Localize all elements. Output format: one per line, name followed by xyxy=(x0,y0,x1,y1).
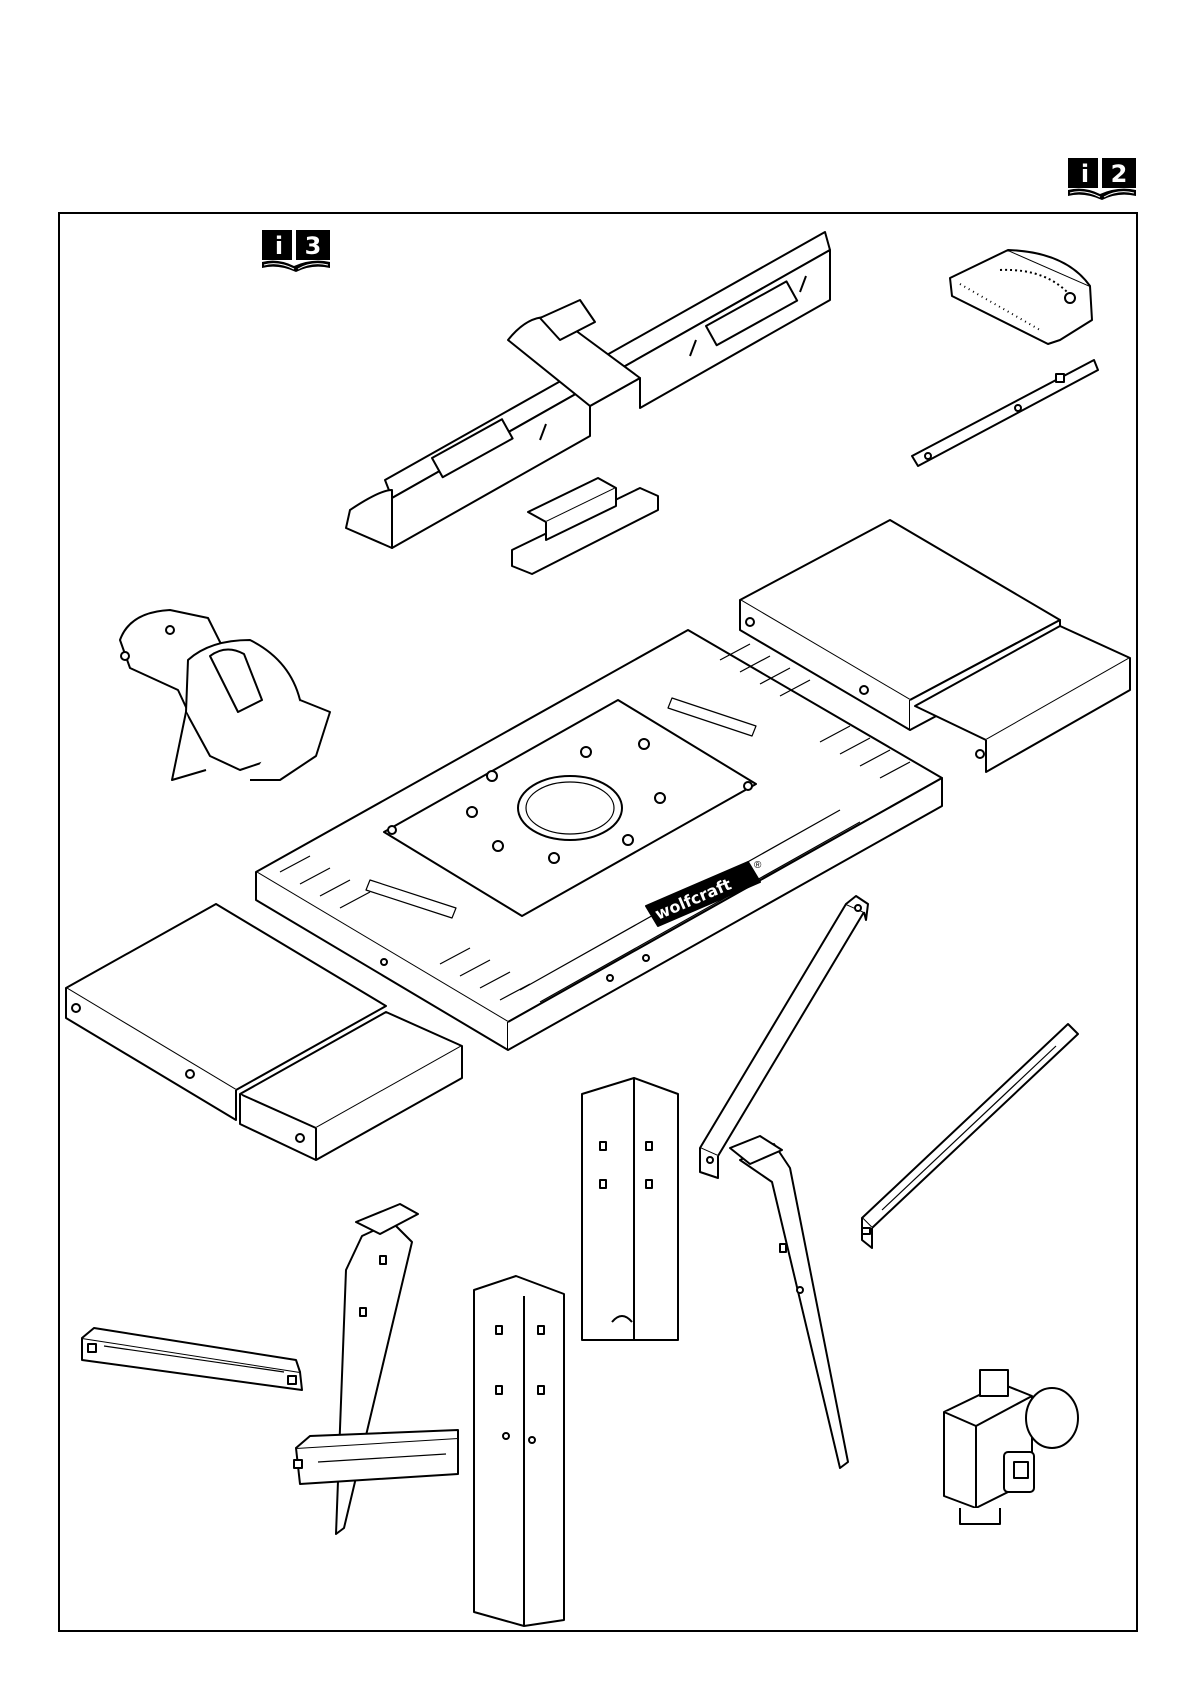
miter-gauge xyxy=(950,250,1092,344)
router-table-top: wolfcraft ® xyxy=(256,630,942,1050)
dust-extraction-hood xyxy=(120,610,330,780)
registered-mark: ® xyxy=(754,860,762,871)
router-power-switch xyxy=(944,1370,1078,1524)
cross-brace-left xyxy=(82,1328,302,1390)
fence-clamp-bracket xyxy=(512,478,658,574)
table-leg-center-upper xyxy=(582,1078,678,1340)
miter-bar xyxy=(912,360,1098,466)
table-leg-right xyxy=(730,1136,848,1468)
table-leg-center-lower xyxy=(474,1276,564,1626)
cross-brace-short xyxy=(294,1430,458,1484)
leg-strut-long xyxy=(700,896,868,1178)
table-leg-left xyxy=(336,1204,418,1534)
leg-strut-right xyxy=(862,1024,1078,1248)
